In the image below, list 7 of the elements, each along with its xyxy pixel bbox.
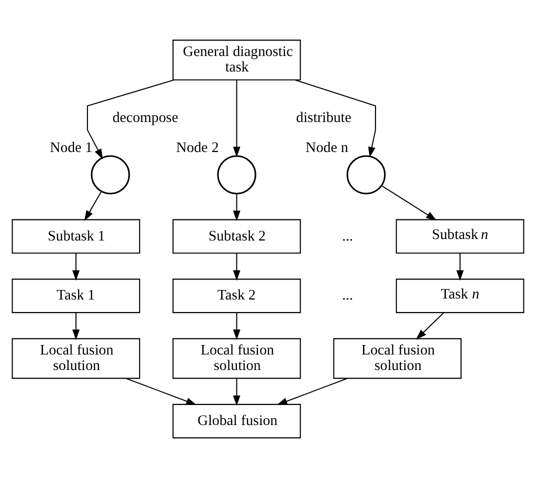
label: ... <box>342 287 354 304</box>
label: ... <box>342 228 354 244</box>
label: distribute <box>296 109 352 126</box>
node-label: Node 2 <box>176 140 219 156</box>
node-label: Node n <box>306 140 348 156</box>
label: decompose <box>112 109 178 126</box>
node-label: Node 1 <box>50 140 92 156</box>
